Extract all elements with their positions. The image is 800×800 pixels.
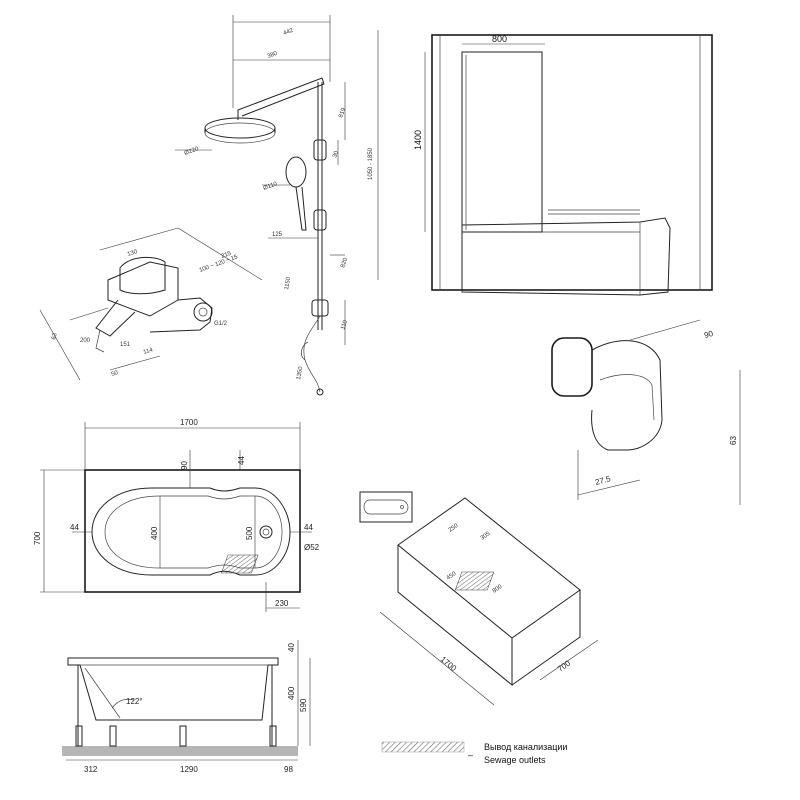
legend-dash: –: [468, 750, 473, 760]
sewage-outlet-swatch: [381, 741, 465, 753]
box-dim-250: 250: [448, 523, 460, 534]
mixer-dim-g12: G1/2: [214, 321, 228, 327]
tub-plan-d400: 400: [150, 526, 159, 540]
headrest-drawing: 90 63 27.5: [551, 319, 741, 505]
mixer-drawing: 130 215 100 ~ 120 ~ 15 G1/2 63 200 151 5…: [39, 227, 263, 381]
headrest-dim-63: 63: [729, 436, 738, 445]
dim-d220: Ø220: [184, 146, 200, 157]
dim-110: 110: [340, 319, 349, 331]
mixer-dim-151: 151: [120, 342, 131, 348]
box-dim-1700: 1700: [439, 655, 459, 674]
dim-380: 380: [267, 51, 279, 60]
side-dim-400: 400: [287, 686, 296, 700]
mixer-dim-114: 114: [143, 347, 155, 356]
bath-screen-drawing: 800 1400: [413, 34, 713, 296]
dim-442: 442: [283, 28, 295, 37]
tub-plan-d44-left: 44: [70, 523, 79, 532]
box-dim-700: 700: [556, 658, 573, 673]
mixer-dim-200: 200: [80, 338, 91, 344]
legend-label-en: Sewage outlets: [484, 755, 546, 765]
dim-30: 30: [332, 150, 340, 159]
tub-plan-d500: 500: [245, 526, 254, 540]
box-dim-800: 800: [492, 584, 504, 595]
tub-plan-d44-right: 44: [304, 523, 313, 532]
dim-1150: 1150: [284, 276, 292, 290]
dim-1050-1850: 1050 - 1850: [368, 147, 374, 180]
tub-plan-drawing: 1700 700 90 44 400 500 44 44 Ø52 230: [33, 418, 320, 612]
headrest-dim-27-5: 27.5: [594, 474, 612, 487]
dim-819: 819: [338, 107, 347, 119]
dim-1350: 1350: [296, 366, 304, 381]
box-dim-305: 305: [480, 531, 492, 542]
side-dim-40: 40: [287, 643, 296, 652]
mixer-dim-215: 215: [221, 251, 233, 260]
mixer-dim-63: 63: [51, 332, 59, 341]
mixer-dim-50: 50: [111, 370, 120, 378]
tub-plan-length: 1700: [180, 418, 198, 427]
dim-125: 125: [272, 232, 283, 238]
tub-plan-width: 700: [33, 531, 42, 545]
mixer-dim-130: 130: [127, 249, 139, 258]
screen-dim-800: 800: [492, 34, 507, 44]
dim-820: 820: [340, 257, 349, 269]
tub-plan-d44-top: 44: [237, 456, 246, 465]
side-dim-312: 312: [84, 765, 98, 774]
side-dim-98: 98: [284, 765, 293, 774]
box-dim-450: 450: [446, 571, 458, 582]
shower-system-drawing: 442 380 819 1050 - 1850 Ø220 30 Ø110 125…: [175, 15, 379, 396]
screen-dim-1400: 1400: [413, 130, 423, 150]
side-dim-1290: 1290: [180, 765, 198, 774]
headrest-dim-90: 90: [703, 329, 714, 340]
side-dim-590: 590: [299, 698, 308, 712]
legend: – Вывод канализации Sewage outlets: [381, 741, 567, 765]
tub-side-drawing: 40 400 590 122° 312 1290 98: [62, 640, 311, 774]
mixer-dim-range: 100 ~ 120 ~ 15: [199, 254, 240, 274]
side-angle-122: 122°: [126, 697, 143, 706]
tub-plan-d230: 230: [275, 599, 289, 608]
tub-plan-d90: 90: [180, 461, 189, 470]
tub-plan-drain: Ø52: [304, 543, 320, 552]
dim-d110: Ø110: [263, 181, 279, 192]
legend-label-ru: Вывод канализации: [484, 742, 567, 752]
installation-box-drawing: 1700 700 250 305 450 800: [221, 491, 599, 706]
